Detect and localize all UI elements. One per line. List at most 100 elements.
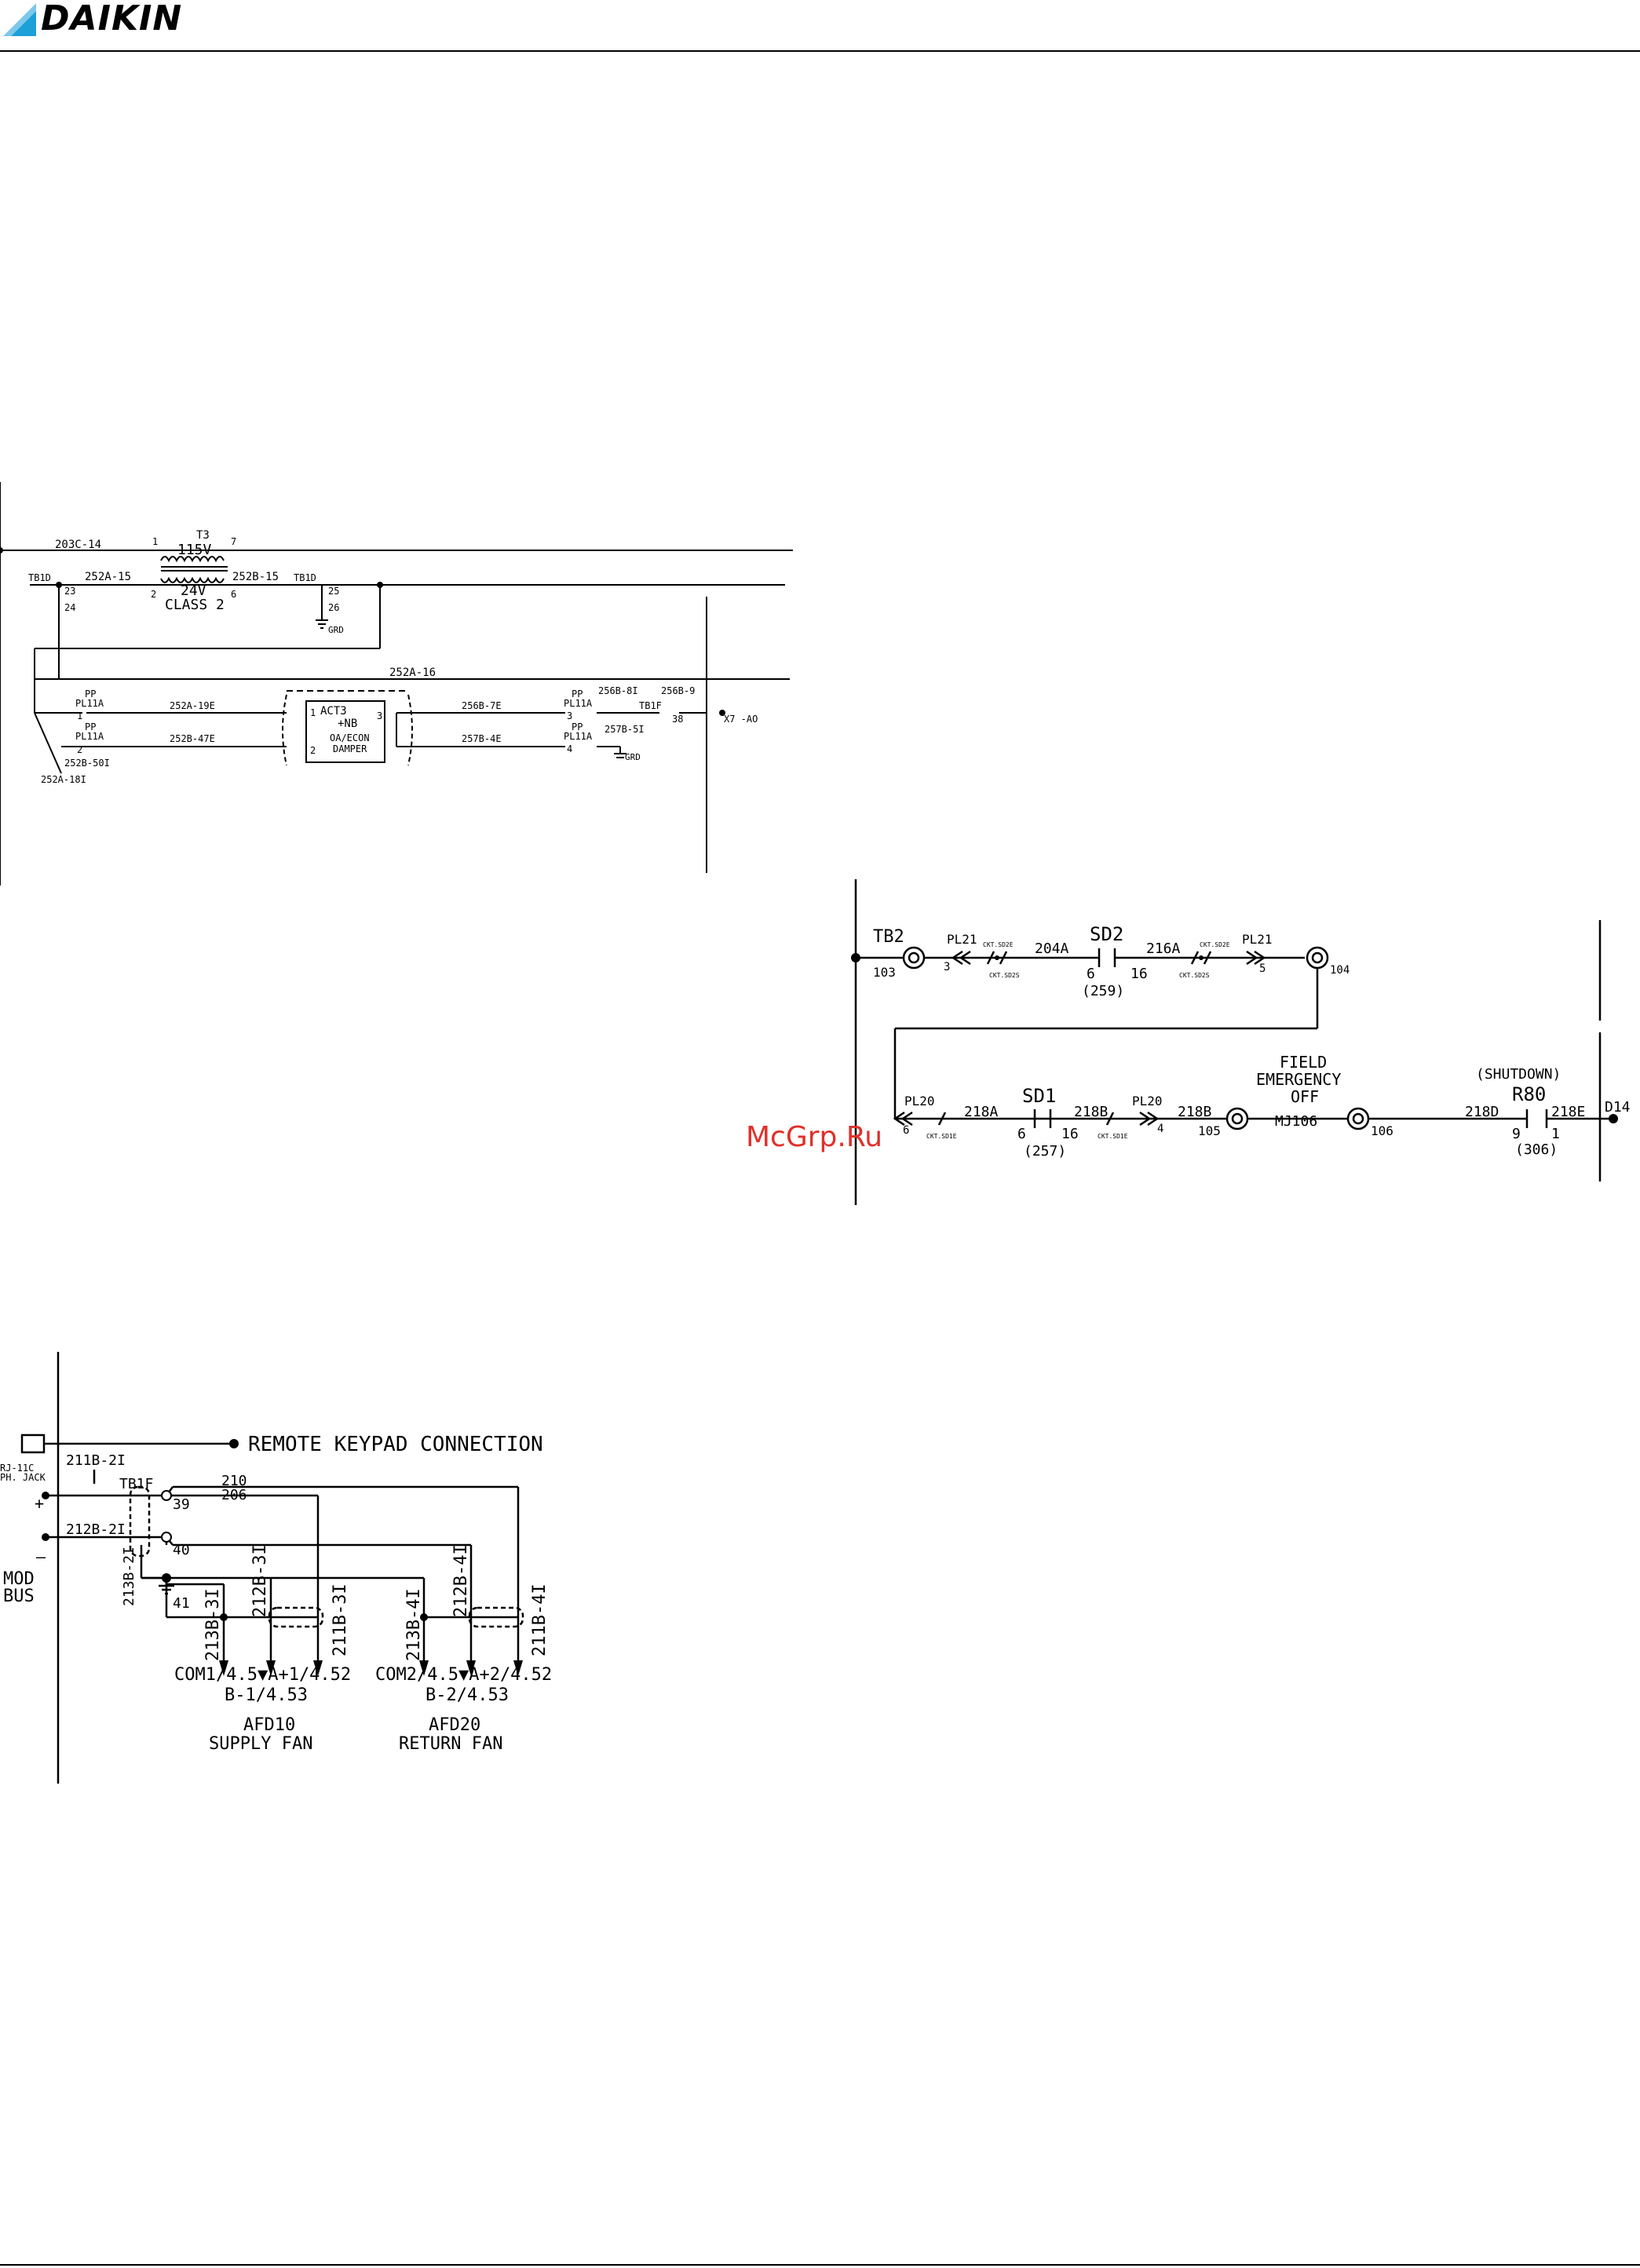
label-pp-1: PP	[85, 688, 96, 699]
label-afd20-terminals: COM2/4.5▼A+2/4.52	[375, 1665, 552, 1685]
label-r80: R80	[1512, 1083, 1546, 1105]
wiring-diagram-damper-actuator: 203C-14 T3 115V 1 7 24V CLASS 2 2 6 TB1D…	[0, 482, 793, 886]
label-r80-ref: (306)	[1515, 1141, 1558, 1158]
label-t105: 105	[1198, 1123, 1221, 1138]
label-252b50i: 252B-50I	[64, 758, 110, 769]
label-t104: 104	[1330, 964, 1350, 977]
label-rj11c: RJ-11C	[0, 1463, 34, 1474]
label-d14: D14	[1605, 1099, 1631, 1116]
label-pl20-a: PL20	[904, 1094, 935, 1108]
label-emergency: EMERGENCY	[1256, 1070, 1341, 1089]
label-ckt-sd2s-b: CKT.SD2S	[1179, 972, 1210, 979]
footer-rule	[0, 2264, 1640, 2266]
label-pp-3: PP	[572, 688, 583, 699]
label-t38: 38	[672, 714, 683, 725]
label-252a18i: 252A-18I	[41, 774, 86, 785]
label-pl21-a: PL21	[947, 932, 977, 947]
label-ckt-sd1e-b: CKT.SD1E	[1098, 1133, 1128, 1140]
label-tb2: TB2	[873, 927, 904, 947]
label-tb1d-left: TB1D	[28, 572, 51, 583]
label-213b-3i: 213B-3I	[203, 1588, 223, 1661]
label-pin4-b: 4	[1157, 1123, 1163, 1135]
label-minus: –	[36, 1547, 46, 1566]
wiring-diagram-modbus: REMOTE KEYPAD CONNECTION RJ-11C PH. JACK…	[0, 1352, 552, 1784]
label-252a15: 252A-15	[85, 571, 131, 583]
label-sd2-ref: (259)	[1082, 983, 1124, 999]
label-supply-fan: SUPPLY FAN	[209, 1734, 312, 1754]
label-t39: 39	[173, 1496, 190, 1513]
label-218e: 218E	[1551, 1104, 1585, 1120]
label-pl11a-1: PL11A	[75, 698, 104, 709]
label-211b-2i: 211B-2I	[66, 1452, 126, 1469]
label-mj106: MJ106	[1275, 1113, 1317, 1130]
label-t41: 41	[173, 1595, 190, 1612]
label-t24: 24	[64, 602, 75, 613]
daikin-logo-icon	[0, 0, 36, 36]
label-r80-9: 9	[1512, 1126, 1521, 1142]
label-206: 206	[221, 1487, 247, 1503]
label-pp-4: PP	[572, 721, 583, 732]
label-off: OFF	[1291, 1087, 1319, 1106]
label-pin6: 6	[903, 1124, 909, 1137]
label-212b-2i: 212B-2I	[66, 1521, 126, 1538]
label-t40: 40	[173, 1542, 190, 1558]
brand-logo-text: DAIKIN	[41, 0, 183, 38]
label-nb: +NB	[338, 718, 357, 730]
label-x7ao: X7 -AO	[724, 714, 758, 725]
label-t3: T3	[196, 529, 210, 542]
label-210: 210	[221, 1473, 247, 1489]
label-218b-1: 218B	[1074, 1104, 1108, 1120]
label-pin3-a: 3	[567, 710, 572, 721]
label-ckt-sd2e-b: CKT.SD2E	[1200, 941, 1230, 948]
label-256b9: 256B-9	[661, 685, 695, 696]
label-24v: 24V	[181, 583, 206, 599]
wiring-diagram-shutdown-circuit: TB2 103 PL21 3 CKT.SD2E CKT.SD2S 204A SD…	[851, 879, 1631, 1205]
label-field: FIELD	[1280, 1053, 1327, 1072]
label-212b-3i: 212B-3I	[250, 1544, 270, 1617]
label-218b-2: 218B	[1178, 1104, 1211, 1120]
label-t3-pin1: 1	[152, 536, 158, 547]
label-plus: +	[35, 1494, 44, 1513]
label-204a: 204A	[1035, 940, 1069, 957]
label-sd2: SD2	[1090, 923, 1123, 945]
label-pin5: 5	[1259, 962, 1266, 975]
label-sd2-16: 16	[1130, 966, 1148, 982]
label-pin4-a: 4	[567, 743, 572, 754]
label-pl21-b: PL21	[1242, 932, 1273, 947]
label-213b-2i: 213B-2I	[121, 1547, 137, 1606]
label-257b4e: 257B-4E	[462, 733, 502, 744]
label-218d: 218D	[1465, 1104, 1499, 1120]
label-sd1-16: 16	[1061, 1126, 1079, 1142]
label-213b-4i: 213B-4I	[404, 1588, 424, 1661]
label-t26: 26	[328, 602, 339, 613]
label-t3-pin7: 7	[231, 536, 236, 547]
label-r80-1: 1	[1551, 1126, 1560, 1142]
label-t3-pin6: 6	[231, 589, 236, 600]
label-pin2-a: 2	[77, 744, 82, 755]
label-sd2-6: 6	[1087, 966, 1095, 982]
label-t106: 106	[1371, 1123, 1393, 1138]
label-afd10: AFD10	[243, 1715, 295, 1735]
label-203c: 203C-14	[55, 539, 101, 551]
label-bus: BUS	[3, 1587, 35, 1606]
label-256b8i: 256B-8I	[598, 685, 638, 696]
label-252b47e: 252B-47E	[170, 733, 215, 744]
label-sd1: SD1	[1022, 1085, 1056, 1107]
label-pin1-a: 1	[77, 710, 82, 721]
label-return-fan: RETURN FAN	[399, 1734, 502, 1754]
label-pin3-b: 3	[944, 961, 950, 973]
label-shutdown: (SHUTDOWN)	[1476, 1066, 1561, 1083]
label-act-pin1: 1	[310, 707, 316, 718]
watermark-text: McGrp.Ru	[746, 1121, 882, 1153]
label-ph-jack: PH. JACK	[0, 1472, 46, 1483]
label-afd10-b: B-1/4.53	[225, 1685, 308, 1705]
label-afd20: AFD20	[429, 1715, 480, 1735]
label-sd1-6: 6	[1017, 1126, 1026, 1142]
label-252a16: 252A-16	[389, 667, 436, 679]
label-pl11a-4: PL11A	[564, 731, 593, 742]
label-pl11a-3: PL11A	[564, 698, 593, 709]
header-rule	[0, 50, 1640, 52]
label-257b5i: 257B-5I	[604, 724, 645, 735]
label-remote-keypad: REMOTE KEYPAD CONNECTION	[248, 1433, 543, 1456]
